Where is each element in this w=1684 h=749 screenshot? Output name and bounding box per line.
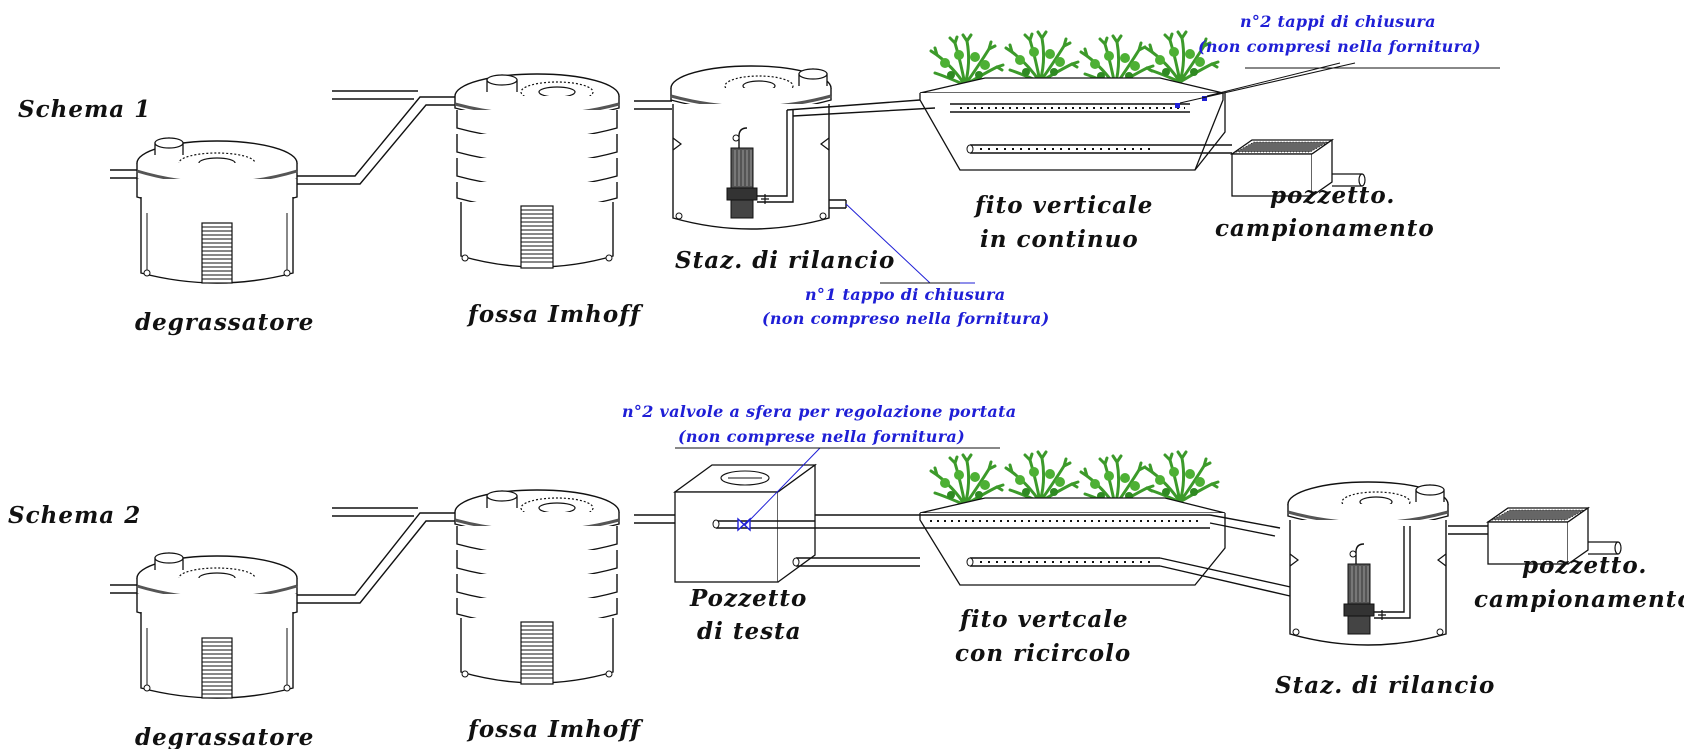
inlet-pipe xyxy=(110,169,140,179)
note-tappo-line1: n°1 tappo di chiusura xyxy=(805,285,1005,304)
imhoff-label-2: fossa Imhoff xyxy=(466,716,644,743)
schema-1-title: Schema 1 xyxy=(18,96,151,123)
note-tappo-line2: (non compreso nella fornitura) xyxy=(762,309,1049,328)
leader-valvole xyxy=(744,447,821,526)
pipe-imhoff-pump xyxy=(634,100,672,110)
fito-label-line1: fito verticale xyxy=(973,192,1153,219)
testa-label-line2: di testa xyxy=(697,618,802,645)
pump-station-2 xyxy=(1286,480,1450,647)
fito-bed-2 xyxy=(815,450,1226,586)
degrassatore-tank xyxy=(135,136,299,285)
fito-bed-1 xyxy=(919,30,1232,171)
fito-label-line2: in continuo xyxy=(980,226,1139,253)
imhoff-tank xyxy=(453,72,621,270)
pozzetto-label-line1: pozzetto. xyxy=(1270,182,1395,209)
degrassatore-tank-2 xyxy=(135,551,299,700)
schema-2-title: Schema 2 xyxy=(8,502,141,529)
schema-2: Schema 2 degrassatore fossa Imhoff Pozze… xyxy=(8,402,1684,749)
rilancio-label: Staz. di rilancio xyxy=(675,247,895,274)
note-valvole-line1: n°2 valvole a sfera per regolazione port… xyxy=(622,402,1016,421)
pozzetto-label-2-line2: campionamento xyxy=(1474,586,1684,613)
pozzetto-label-2-line1: pozzetto. xyxy=(1522,552,1647,579)
testa-label-line1: Pozzetto xyxy=(689,585,807,612)
head-well xyxy=(673,463,920,583)
imhoff-tank-2 xyxy=(453,488,621,686)
rilancio-label-2: Staz. di rilancio xyxy=(1275,672,1495,699)
pozzetto-label-line2: campionamento xyxy=(1215,215,1435,242)
degrassatore-label-2: degrassatore xyxy=(135,724,314,749)
pipe-degr-imhoff xyxy=(290,96,460,185)
degrassatore-label: degrassatore xyxy=(135,309,314,336)
pump-station xyxy=(669,64,833,231)
ball-valve-icon xyxy=(737,517,751,532)
note-tappi-line1: n°2 tappi di chiusura xyxy=(1240,12,1436,31)
outlet-stub xyxy=(829,199,846,209)
fito-label-2-line1: fito vertcale xyxy=(958,606,1129,633)
imhoff-label: fossa Imhoff xyxy=(466,301,644,328)
pipe-inlet-top xyxy=(332,90,418,100)
note-valvole-line2: (non comprese nella fornitura) xyxy=(678,427,965,446)
fito-label-2-line2: con ricircolo xyxy=(955,640,1131,667)
schema-1: Schema 1 degrassatore fossa Imhoff Staz.… xyxy=(18,12,1500,336)
note-tappi-line2: (non compresi nella fornitura) xyxy=(1198,37,1481,56)
